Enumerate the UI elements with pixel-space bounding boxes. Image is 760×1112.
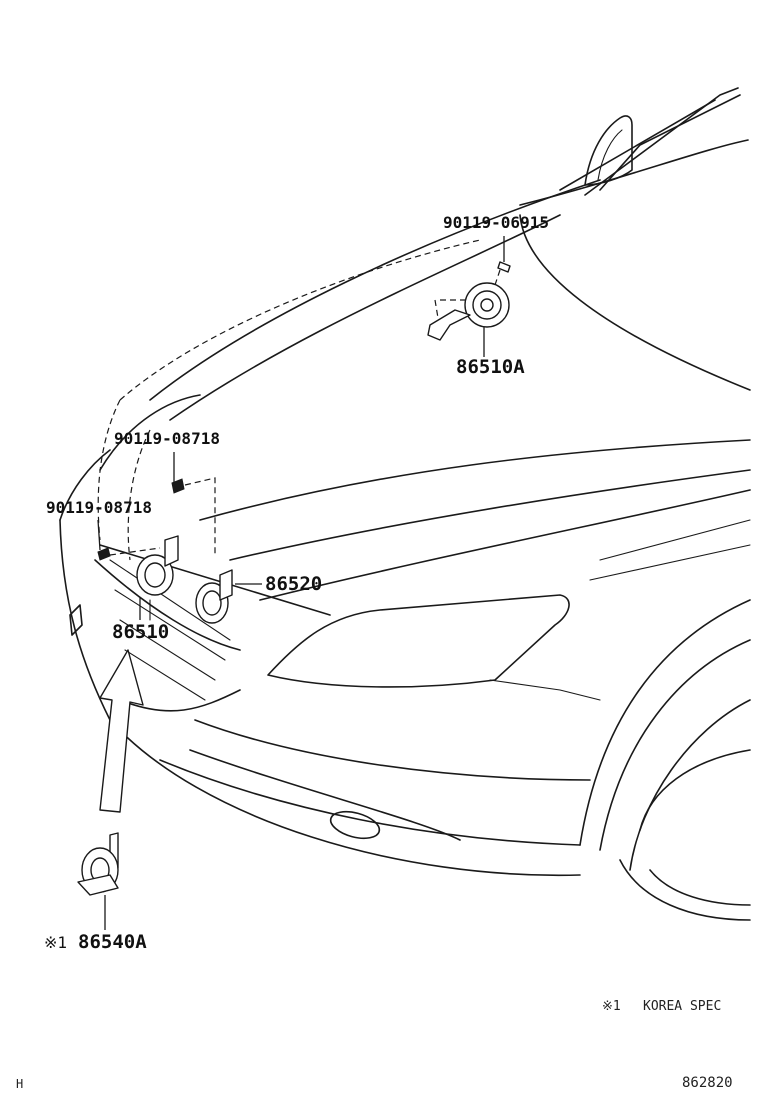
part-number-horn-right: 86520 xyxy=(265,573,323,595)
horn-86520 xyxy=(184,477,262,624)
direction-arrow xyxy=(99,649,144,813)
car-body-outline xyxy=(59,87,751,921)
part-number-bolt-top: 90119-06915 xyxy=(443,213,549,232)
diagram-number: 862820 xyxy=(682,1075,733,1091)
bolt-90119-08718-left xyxy=(97,519,111,561)
part-number-bolt-left: 90119-08718 xyxy=(46,498,152,517)
part-number-bolt-mid: 90119-08718 xyxy=(114,429,220,448)
bolt-90119-06915 xyxy=(497,236,511,273)
footnote-text: KOREA SPEC xyxy=(643,999,722,1014)
horn-86540A xyxy=(77,832,119,930)
footnote-mark: ※1 xyxy=(602,999,621,1014)
bolt-90119-08718-mid xyxy=(171,452,185,494)
horn-86510 xyxy=(109,535,179,621)
part-number-horn-korea: 86540A xyxy=(78,931,147,953)
corner-letter: H xyxy=(16,1077,24,1091)
part-number-horn-left: 86510 xyxy=(112,621,170,643)
phantom-outline xyxy=(97,239,481,561)
part-number-horn-top: 86510A xyxy=(456,356,525,378)
horn-86510A xyxy=(427,269,510,357)
korea-spec-mark: ※1 xyxy=(44,933,68,952)
